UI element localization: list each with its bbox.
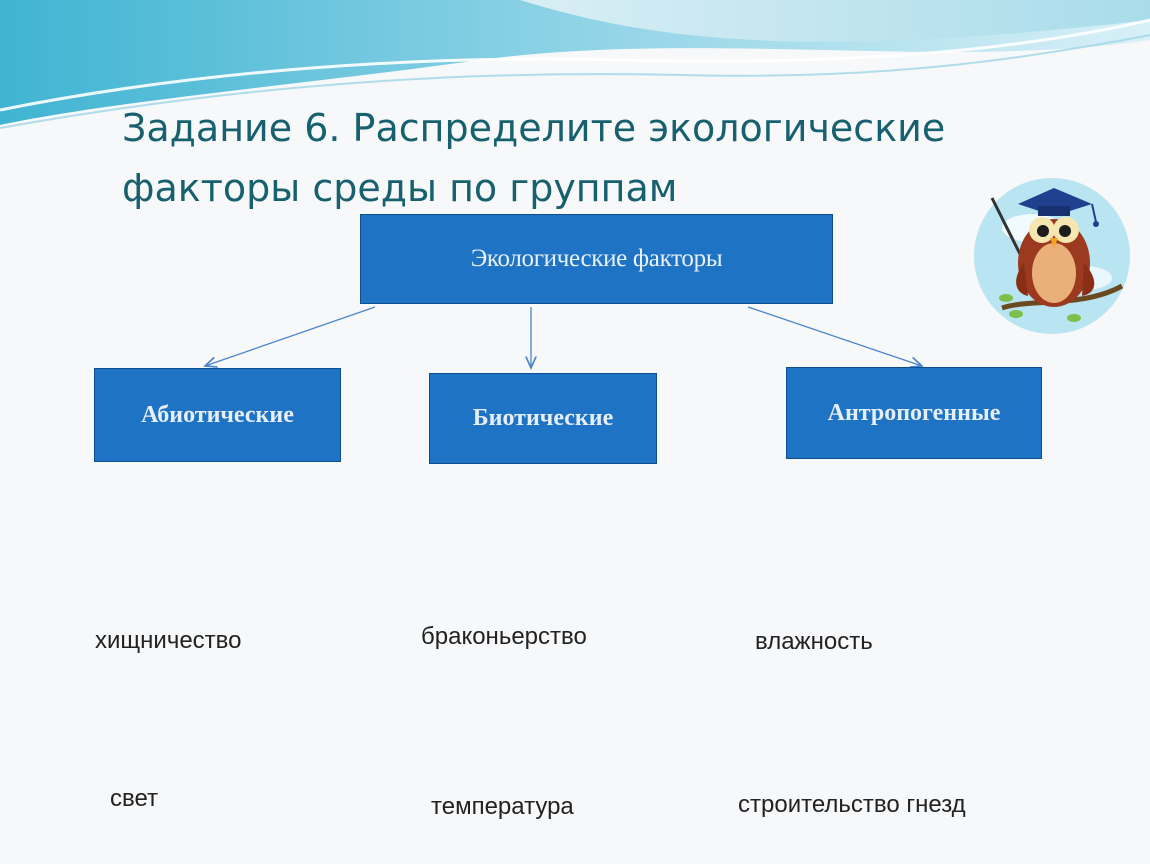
category-label: Абиотические [141, 401, 294, 428]
root-label: Экологические факторы [470, 245, 723, 272]
title-line-2: факторы среды по группам [122, 166, 678, 210]
category-label: Биотические [472, 405, 614, 431]
term-poaching[interactable]: браконьерство [421, 623, 587, 650]
slide-title: Задание 6. Распределите экологические фа… [122, 98, 982, 218]
category-label: Антропогенные [827, 399, 1001, 426]
term-light[interactable]: свет [110, 785, 159, 812]
category-box-biotic: Биотические [429, 373, 657, 464]
title-line-1: Задание 6. Распределите экологические [122, 106, 946, 150]
category-box-anthropogenic: Антропогенные [786, 367, 1042, 459]
category-box-abiotic: Абиотические [94, 368, 341, 462]
term-humidity[interactable]: влажность [755, 628, 873, 655]
term-nest-building[interactable]: строительство гнезд [738, 791, 966, 818]
term-predation[interactable]: хищничество [95, 627, 242, 654]
term-temperature[interactable]: температура [431, 793, 574, 820]
root-box: Экологические факторы [360, 214, 833, 304]
owl-graduate-icon [974, 178, 1130, 334]
